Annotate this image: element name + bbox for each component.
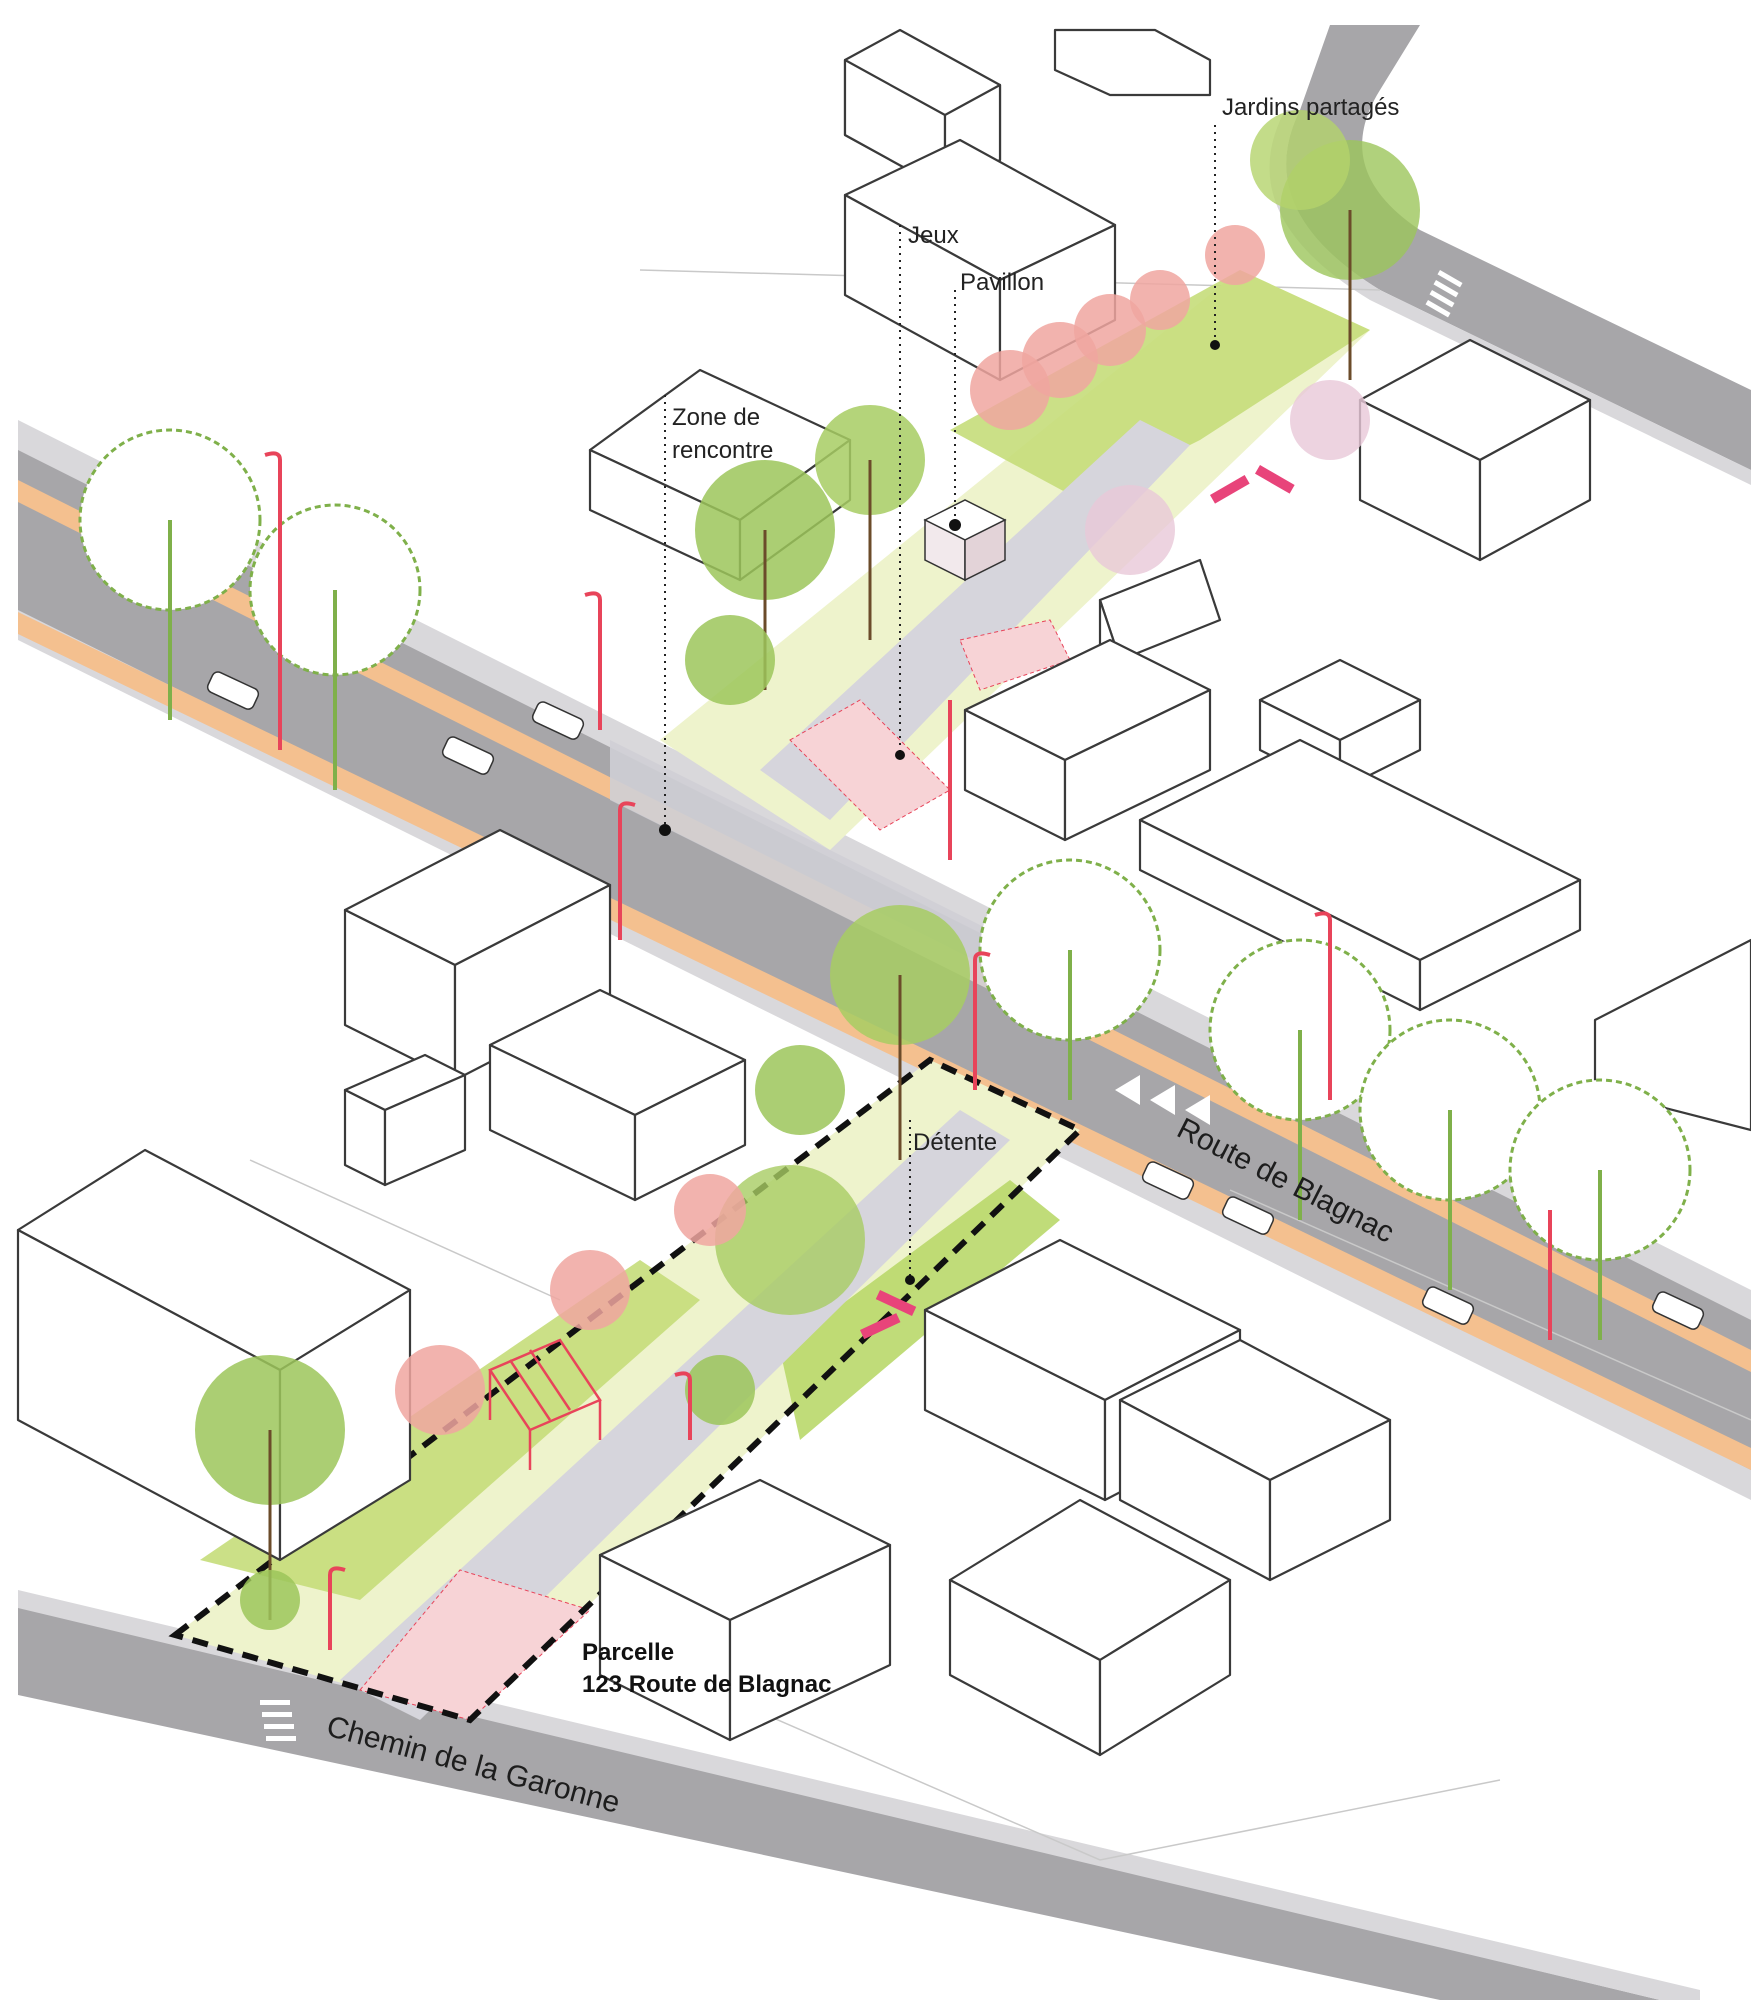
- play-area-lower: [359, 1569, 591, 1721]
- building-left-center-a: [343, 828, 612, 1082]
- label-zone-de-rencontre-1: Zone de: [672, 404, 760, 431]
- building-left-bottom: [16, 1148, 412, 1562]
- street-tree-1: [78, 428, 262, 720]
- label-zone-de-rencontre-2: rencontre: [672, 437, 773, 464]
- building-left-center-b: [488, 988, 747, 1202]
- park-tree-lower-pink: [395, 1174, 746, 1435]
- building-right-6: [1593, 938, 1751, 1132]
- street-tree-5: [1358, 1018, 1542, 1290]
- garden-upper: [950, 270, 1370, 500]
- park-tree-upper-5: [1085, 380, 1370, 575]
- crosswalk-top: [1425, 270, 1463, 318]
- label-jeux: Jeux: [908, 222, 959, 249]
- label-parcelle-2: 123 Route de Blagnac: [582, 1671, 831, 1698]
- green-strip-lower-right: [780, 1180, 1060, 1440]
- street-tree-3: [978, 858, 1162, 1100]
- street-tree-6: [1508, 1078, 1692, 1340]
- street-tree-2: [248, 503, 422, 790]
- crosswalk-bottom: [260, 1700, 296, 1741]
- parcel-boundary: [168, 1056, 1086, 1724]
- park-tree-upper-pink-1: [970, 225, 1265, 430]
- trees: [78, 110, 1692, 1630]
- upper-right-road-sidewalk: [1269, 110, 1751, 485]
- crosswalk-route: [1115, 1075, 1210, 1125]
- upper-right-road: [1286, 25, 1751, 470]
- pavilion-kiosk: [923, 499, 1007, 582]
- street-lamps: [264, 451, 1552, 1650]
- building-right-1: [1358, 338, 1592, 562]
- building-left-center-c: [343, 1053, 467, 1187]
- label-pavillon: Pavillon: [960, 269, 1044, 296]
- park-tree-lower-3: [715, 1045, 865, 1315]
- buildings: [16, 28, 1751, 1757]
- building-bottom-center-a: [598, 1478, 892, 1742]
- play-area-jeux: [789, 699, 951, 831]
- street-tree-4: [1208, 938, 1392, 1220]
- label-jardins-partages: Jardins partagés: [1222, 94, 1399, 121]
- park-tree-lower-2: [830, 905, 970, 1160]
- building-top-b: [1053, 28, 1212, 97]
- building-center-right-b: [1118, 1338, 1392, 1582]
- label-parcelle-1: Parcelle: [582, 1639, 674, 1666]
- building-bottom-center-b: [948, 1498, 1232, 1757]
- annotation-leaders: [659, 125, 1220, 1285]
- linear-park-upper: [660, 270, 1370, 850]
- park-tree-upper-3: [685, 615, 775, 705]
- vehicles: [206, 671, 1705, 1330]
- park-tree-lower-4: [240, 1355, 755, 1630]
- building-right-3: [963, 638, 1212, 842]
- park-tree-upper-4: [1250, 110, 1420, 380]
- pergola-structure: [488, 1338, 602, 1470]
- label-detente: Détente: [913, 1129, 997, 1156]
- park-tree-upper-2: [815, 405, 925, 640]
- lounge-furniture: [860, 465, 1295, 1340]
- building-pavillon: [843, 138, 1117, 382]
